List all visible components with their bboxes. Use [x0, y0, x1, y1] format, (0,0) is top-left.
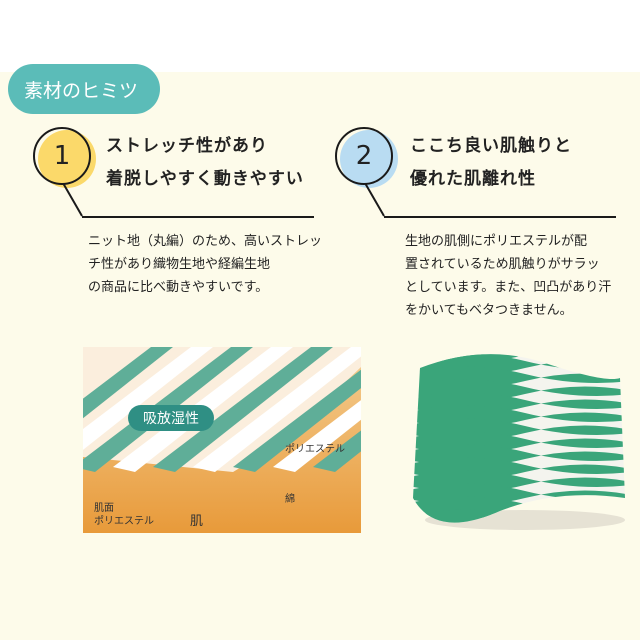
- point-2-title: ここち良い肌触りと優れた肌離れ性: [410, 130, 572, 196]
- body-line: の商品に比べ動きやすいです。: [88, 280, 269, 295]
- fabric-structure-diagram: [83, 347, 361, 533]
- leader-line-2: [364, 183, 385, 217]
- label-line: 肌面: [94, 503, 114, 514]
- label-cotton: 綿: [285, 494, 295, 505]
- number-circle-2: 2: [335, 127, 393, 185]
- point-1-title: ストレッチ性があり着脱しやすく動きやすい: [106, 130, 304, 196]
- title-line: ここち良い肌触りと: [410, 136, 572, 156]
- section-badge: 素材のヒミツ: [8, 64, 160, 114]
- divider-2: [384, 216, 616, 218]
- label-skin: 肌: [190, 514, 204, 529]
- fiber-stripe: [233, 369, 361, 472]
- body-line: をかいてもベタつきません。: [405, 303, 573, 318]
- point-1-body: ニット地（丸編）のため、高いストレッ チ性があり織物生地や経編生地 の商品に比べ…: [88, 230, 322, 299]
- fabric-swatch-image: [413, 354, 625, 530]
- body-line: としています。また、凹凸があり汗: [405, 280, 612, 295]
- fiber-stripe: [273, 400, 361, 472]
- fiber-stripe: [193, 347, 361, 472]
- title-line: 着脱しやすく動きやすい: [106, 169, 304, 189]
- fiber-stripe: [153, 347, 333, 472]
- label-line: ポリエステル: [94, 516, 154, 527]
- moisture-tag: 吸放湿性: [128, 405, 214, 431]
- body-line: 生地の肌側にポリエステルが配: [405, 234, 588, 249]
- leader-line-1: [62, 183, 83, 217]
- point-2-body: 生地の肌側にポリエステルが配 置されているため肌触りがサラッ としています。また…: [405, 230, 611, 322]
- title-line: ストレッチ性があり: [106, 136, 268, 156]
- fiber-stripe: [313, 430, 361, 472]
- fiber-stripe: [83, 347, 173, 419]
- body-line: チ性があり織物生地や経編生地: [88, 257, 271, 272]
- label-skin-side: 肌面ポリエステル: [94, 502, 154, 528]
- body-line: ニット地（丸編）のため、高いストレッ: [88, 234, 323, 249]
- divider-1: [82, 216, 314, 218]
- title-line: 優れた肌離れ性: [410, 169, 536, 189]
- label-polyester: ポリエステル: [285, 444, 345, 455]
- number-circle-1: 1: [33, 127, 91, 185]
- body-line: 置されているため肌触りがサラッ: [405, 257, 600, 272]
